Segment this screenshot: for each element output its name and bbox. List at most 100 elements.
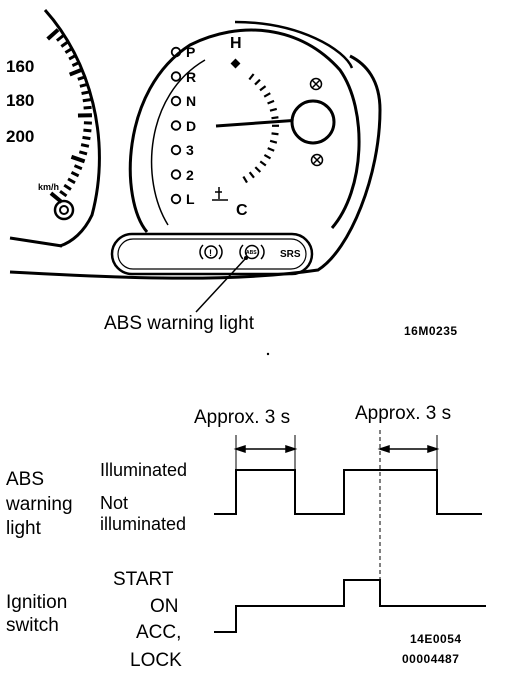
speedometer-tick	[68, 67, 84, 77]
abs-warning-icon-label: ABS	[246, 250, 257, 256]
abs-light-waveform	[214, 469, 482, 515]
abs-row-label-line2: warning	[6, 494, 73, 515]
speed-mark-160: 160	[6, 57, 35, 76]
temp-tick	[267, 147, 275, 152]
speedometer-tick	[80, 143, 90, 148]
speedometer-tick	[64, 47, 73, 54]
temp-tick	[242, 176, 248, 184]
gear-gauge-rim	[128, 28, 361, 233]
speedometer-tick	[82, 135, 91, 141]
temp-cold-label: C	[236, 202, 248, 219]
figure-code-bottom-2: 00004487	[402, 652, 460, 666]
speed-mark-200: 200	[6, 127, 35, 146]
interval-1-arrow	[233, 444, 298, 454]
speedometer-tick	[63, 183, 72, 191]
abs-row-label-line1: ABS	[6, 469, 45, 490]
abs-callout-leader	[195, 257, 247, 313]
gear-lamp	[170, 71, 182, 82]
temp-tick	[259, 160, 267, 167]
figure-code-top: 16M0235	[404, 324, 458, 338]
coolant-icon	[212, 187, 228, 201]
brake-warning-mark: !	[209, 248, 212, 258]
temp-tick	[248, 171, 255, 179]
temp-tick	[259, 85, 267, 92]
abs-state-off-line1: Not	[100, 493, 129, 513]
speedometer-tick	[46, 28, 60, 41]
speedometer-tick	[82, 98, 91, 103]
speedometer-tick	[60, 40, 69, 48]
brake-warning-icon	[199, 244, 223, 260]
abs-state-on: Illuminated	[100, 460, 188, 480]
abs-callout-dot	[244, 256, 248, 260]
gear-lamp	[170, 144, 182, 156]
speedometer-ticks	[46, 28, 93, 204]
ignition-state-lock: LOCK	[130, 650, 182, 671]
ignition-state-start: START	[113, 569, 174, 590]
interval-2-label: Approx. 3 s	[355, 403, 452, 424]
ignition-row-label-line1: Ignition	[6, 592, 68, 613]
warning-light-panel-inner	[117, 238, 307, 270]
temp-tick	[254, 78, 261, 86]
gear-lamp	[170, 169, 182, 180]
abs-row-label-line3: light	[6, 518, 41, 539]
srs-warning-label: SRS	[280, 249, 301, 260]
ignition-state-acc: ACC,	[136, 622, 182, 643]
speedometer-tick	[83, 105, 92, 110]
temp-tick	[254, 166, 262, 173]
temp-tick	[269, 107, 278, 112]
speedometer-tick	[79, 82, 89, 88]
gear-letter: 2	[186, 166, 194, 183]
temp-tick	[267, 99, 275, 105]
separator-dot	[266, 352, 270, 356]
speedometer-tick	[81, 90, 90, 95]
temp-gauge-scale	[242, 73, 280, 184]
speedometer-tick	[83, 128, 92, 133]
interval-2-arrow	[377, 444, 440, 454]
gear-indicator	[170, 46, 182, 205]
temp-tick	[263, 92, 271, 98]
speedometer-tick	[77, 75, 86, 81]
cluster-hood-arc	[234, 20, 354, 69]
temp-tick	[248, 73, 255, 81]
temp-hot-marker	[230, 58, 241, 69]
abs-warning-light-label: ABS warning light	[104, 313, 254, 334]
gear-letter: L	[186, 191, 195, 207]
speedometer-tick	[68, 53, 77, 61]
speedometer-tick	[70, 154, 86, 164]
gear-letter: D	[186, 117, 197, 134]
gauge-needle-hub	[290, 99, 336, 145]
figure-code-bottom-1: 14E0054	[410, 632, 462, 646]
temp-hot-label: H	[230, 35, 242, 52]
trip-reset-knob-inner	[59, 205, 69, 215]
speedometer-tick	[55, 34, 65, 42]
abs-state-off-line2: illuminated	[100, 514, 187, 534]
speedometer-tick	[71, 60, 81, 67]
speedometer-bezel	[9, 236, 63, 248]
trip-reset-knob	[53, 199, 75, 221]
ignition-row-label-line2: switch	[6, 615, 59, 636]
gear-lamp	[170, 193, 182, 205]
speedometer-tick	[73, 164, 83, 171]
temp-tick	[263, 154, 272, 160]
temp-tick	[271, 116, 279, 120]
gear-gauge-inner	[150, 59, 206, 226]
gear-lamp	[170, 120, 182, 131]
temp-tick	[269, 139, 278, 144]
speedometer-tick	[67, 177, 76, 185]
ignition-waveform	[214, 579, 486, 633]
gear-lamp	[170, 95, 182, 107]
cluster-housing	[9, 54, 382, 280]
abs-warning-icon	[239, 244, 265, 260]
ignition-state-on: ON	[150, 596, 179, 617]
speed-mark-180: 180	[6, 91, 35, 110]
temp-tick	[271, 132, 279, 136]
speed-unit: km/h	[38, 182, 60, 192]
speedometer-tick	[59, 190, 68, 198]
interval-markers	[235, 435, 438, 470]
gear-letter: R	[186, 68, 197, 85]
speedometer-tick	[78, 150, 88, 156]
gauge-needle	[215, 118, 301, 128]
warning-light-panel	[110, 232, 314, 276]
interval-1-label: Approx. 3 s	[194, 407, 291, 428]
